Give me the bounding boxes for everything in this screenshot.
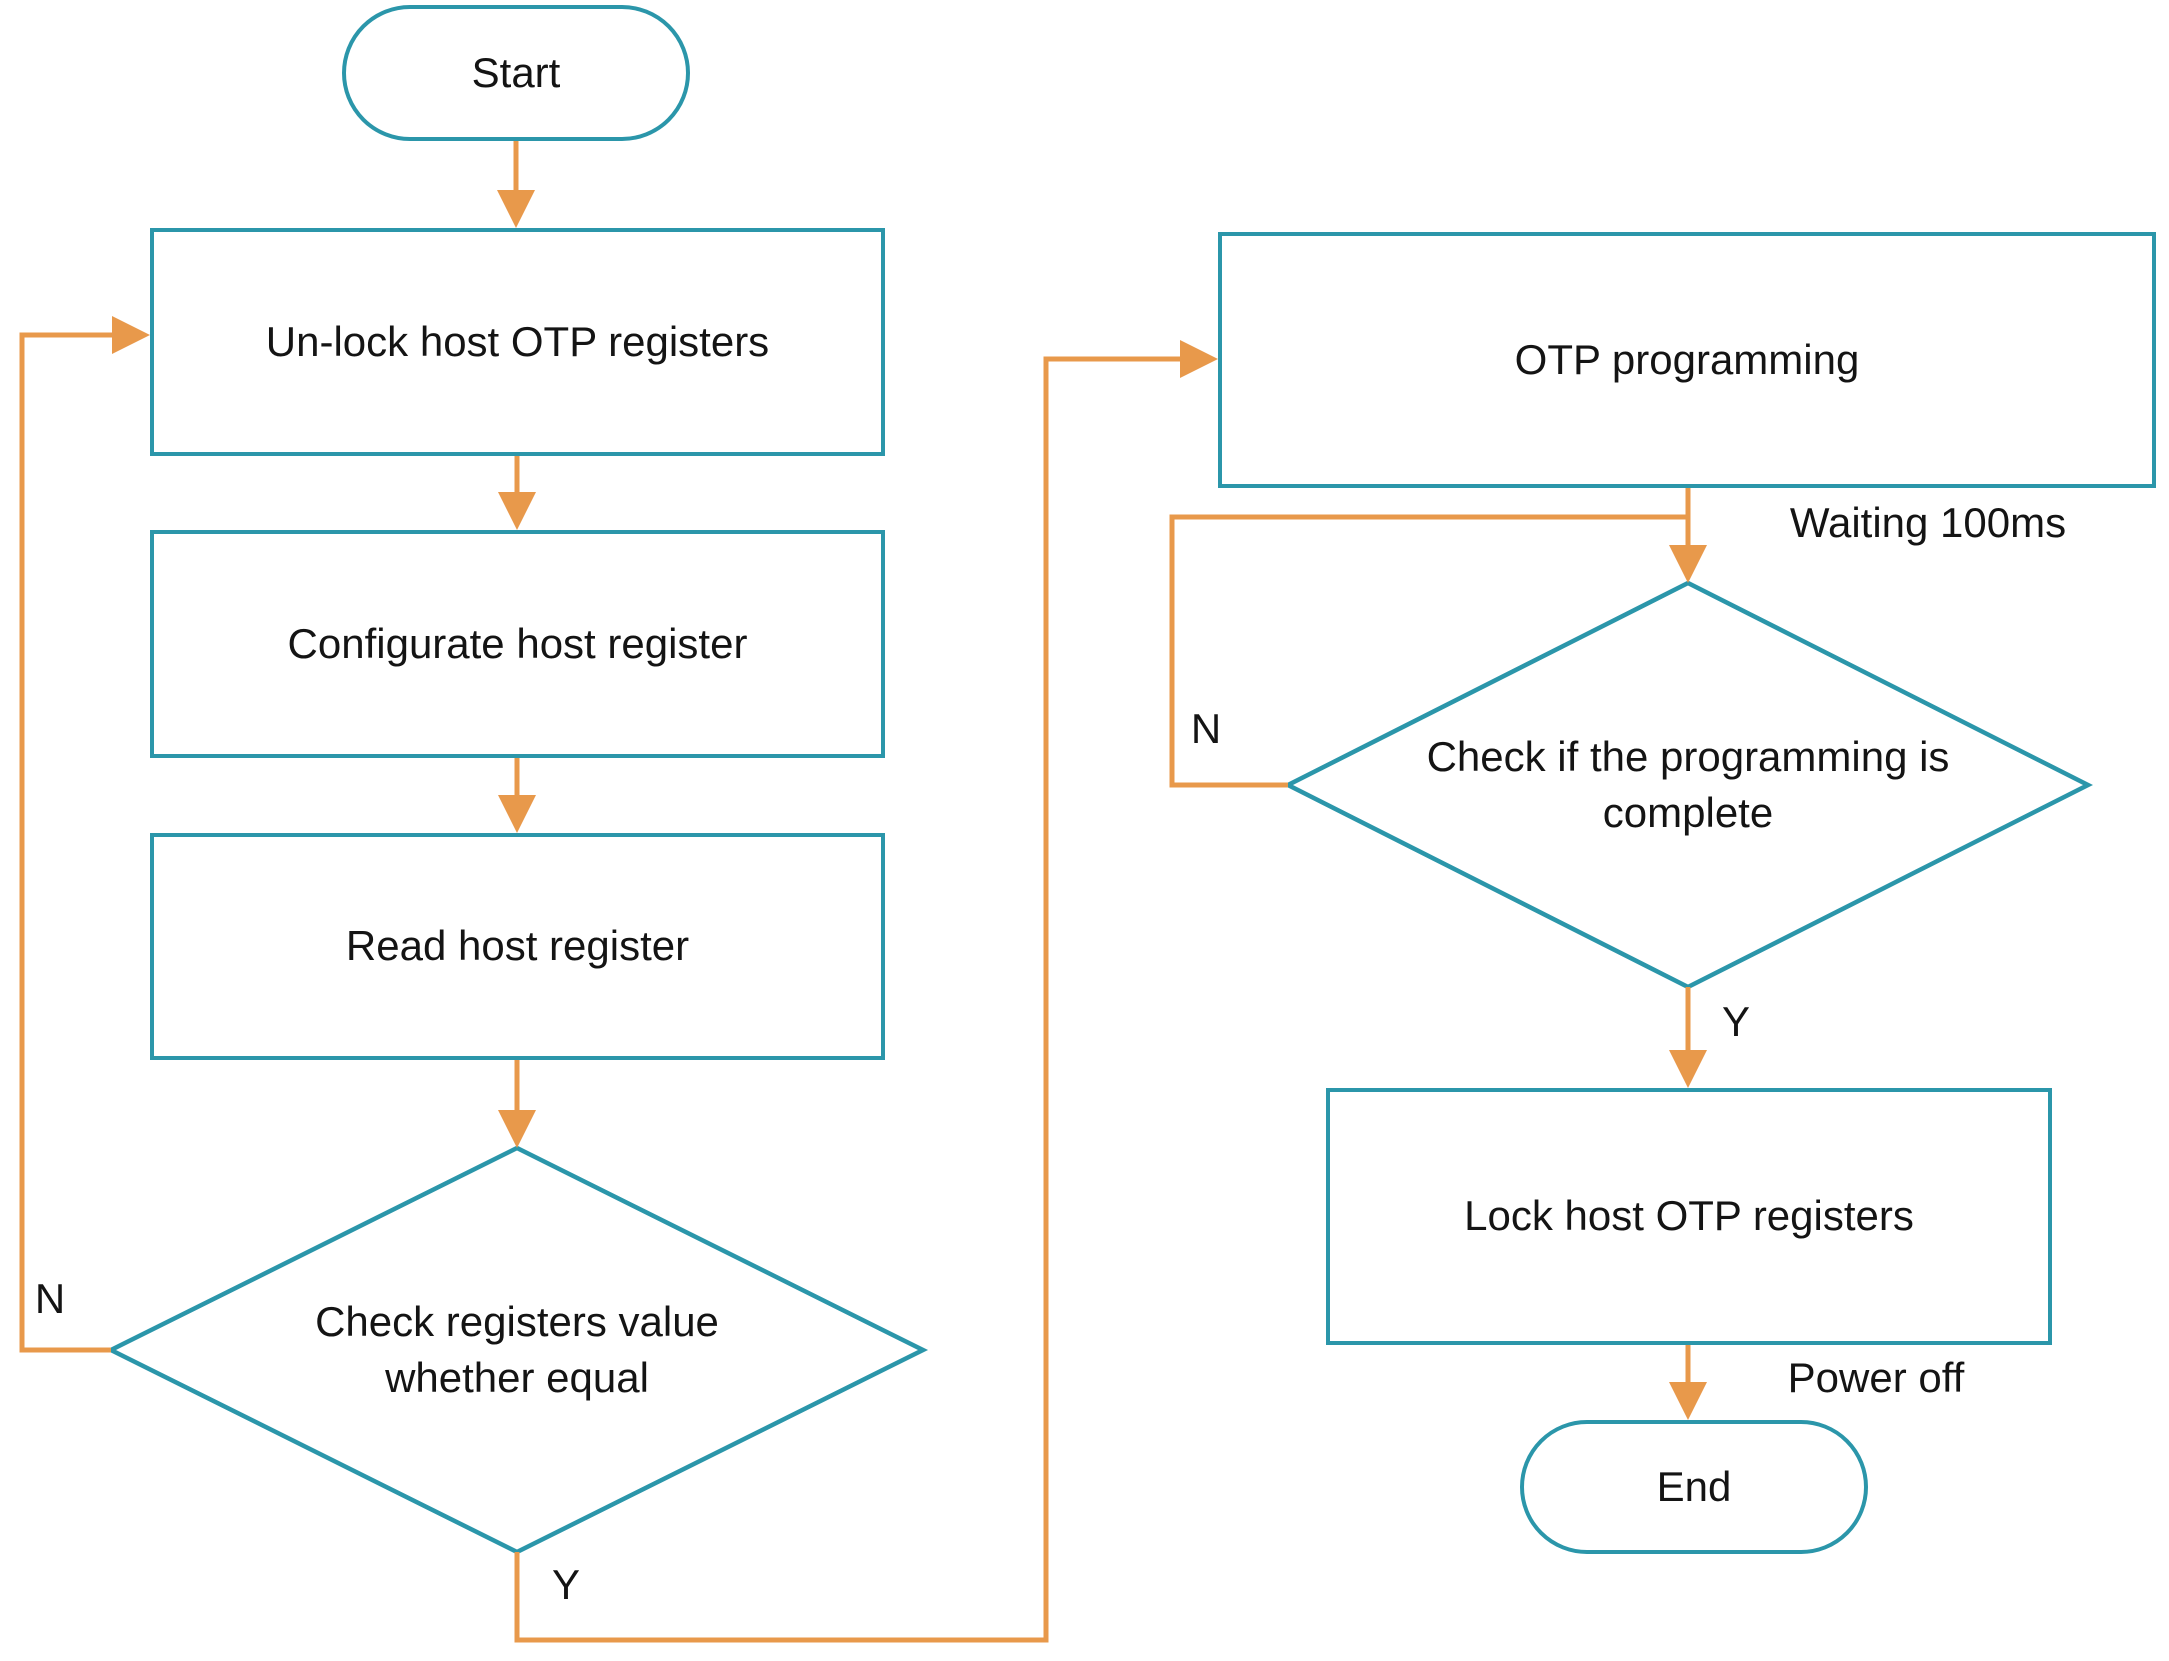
edge-n-loop-left xyxy=(19,332,114,1353)
power-off-label: Power off xyxy=(1787,1354,1965,1401)
check-complete-line1: Check if the programming is xyxy=(1426,733,1950,780)
otp-programming-label: OTP programming xyxy=(1514,335,1860,383)
y-label-left: Y xyxy=(551,1561,581,1608)
configurate-host-register-box: Configurate host register xyxy=(150,530,885,758)
y-label-right: Y xyxy=(1721,998,1751,1045)
arrowhead-otp-to-check-complete xyxy=(1669,545,1707,583)
start-node: Start xyxy=(342,5,690,141)
configurate-host-register-label: Configurate host register xyxy=(287,619,748,667)
end-node-label: End xyxy=(1656,1462,1732,1510)
arrowhead-start-to-unlock xyxy=(497,190,535,228)
arrowhead-configurate-to-read xyxy=(498,795,536,833)
arrowhead-lock-to-end xyxy=(1669,1382,1707,1420)
check-complete-line2: complete xyxy=(1602,789,1774,836)
unlock-otp-registers-label: Un-lock host OTP registers xyxy=(265,317,770,365)
waiting-100ms-label: Waiting 100ms xyxy=(1789,499,2067,546)
unlock-otp-registers-box: Un-lock host OTP registers xyxy=(150,228,885,456)
arrowhead-check-complete-to-lock xyxy=(1669,1050,1707,1088)
check-registers-diamond-label: Check registers value whether equal xyxy=(217,1294,817,1406)
arrowhead-unlock-to-configurate xyxy=(498,492,536,530)
edge-n-loop-right xyxy=(1169,514,1690,788)
check-registers-line2: whether equal xyxy=(385,1354,649,1401)
arrowhead-read-to-check-registers xyxy=(498,1110,536,1148)
arrowhead-n-loop-left xyxy=(112,316,150,354)
check-registers-line1: Check registers value xyxy=(315,1298,719,1345)
end-node: End xyxy=(1520,1420,1868,1554)
lock-otp-registers-label: Lock host OTP registers xyxy=(1464,1192,1914,1240)
lock-otp-registers-box: Lock host OTP registers xyxy=(1326,1088,2052,1345)
edge-y-path-left xyxy=(514,356,1182,1643)
arrowhead-y-path-left xyxy=(1180,340,1218,378)
n-label-right: N xyxy=(1190,705,1222,752)
start-node-label: Start xyxy=(471,48,561,96)
check-complete-diamond-label: Check if the programming is complete xyxy=(1348,729,2028,841)
read-host-register-box: Read host register xyxy=(150,833,885,1060)
otp-programming-box: OTP programming xyxy=(1218,232,2156,488)
n-label-left: N xyxy=(34,1275,66,1322)
read-host-register-label: Read host register xyxy=(345,922,690,970)
